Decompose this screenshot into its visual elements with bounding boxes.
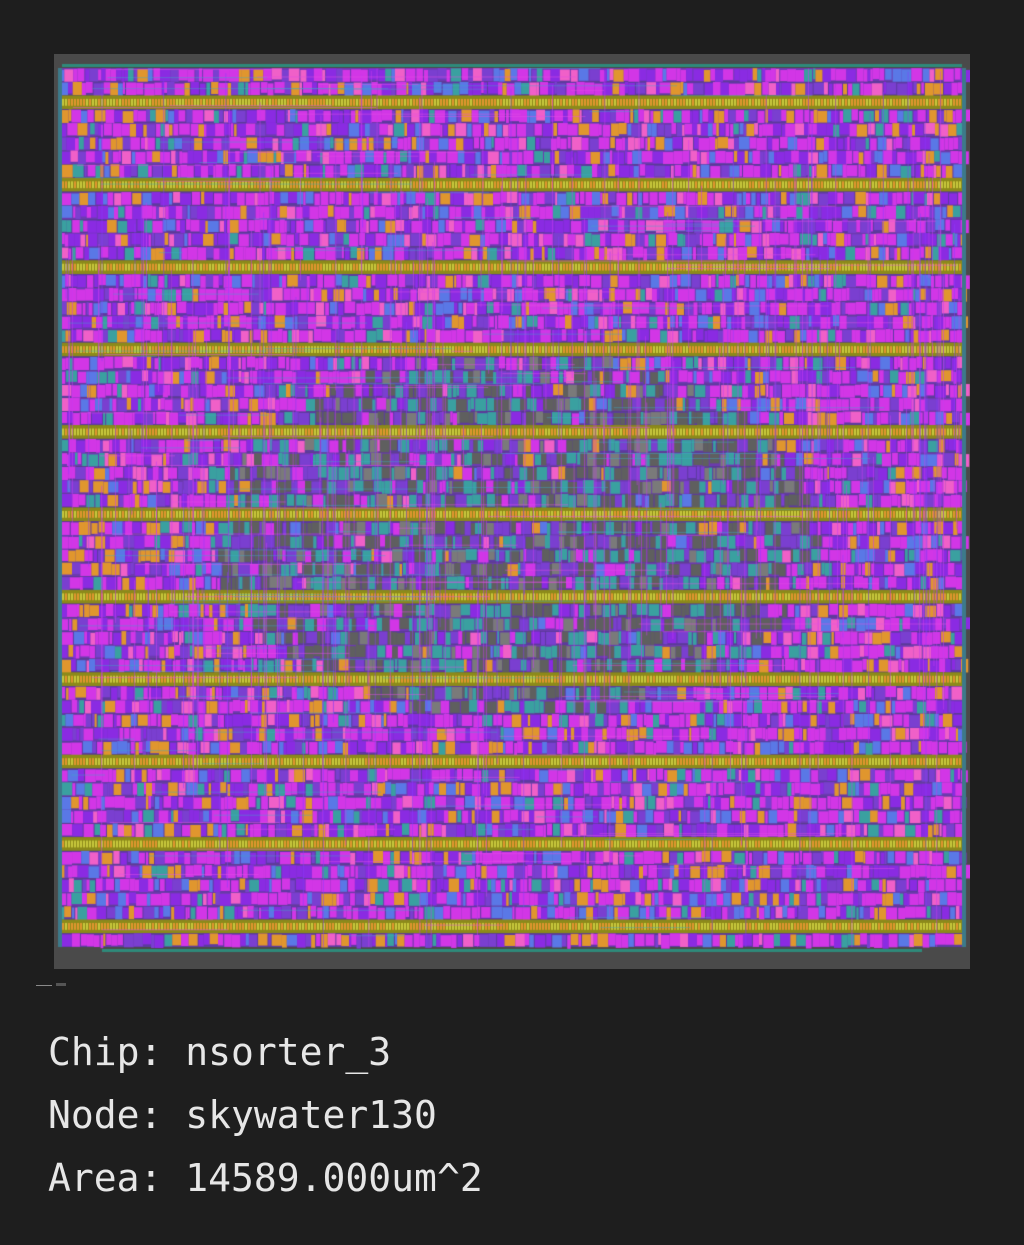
area-info-line: Area: 14589.000um^2 [48, 1156, 483, 1200]
area-label: Area: [48, 1156, 163, 1200]
area-value: 14589.000um^2 [185, 1156, 483, 1200]
chip-label: Chip: [48, 1030, 163, 1074]
chip-value: nsorter_3 [185, 1030, 392, 1074]
node-info-line: Node: skywater130 [48, 1093, 437, 1137]
node-value: skywater130 [185, 1093, 437, 1137]
scale-bar-label-mark [56, 983, 66, 986]
chip-layout-view [54, 54, 970, 969]
node-label: Node: [48, 1093, 163, 1137]
layout-render [54, 54, 970, 969]
scale-bar [36, 985, 52, 986]
chip-info-line: Chip: nsorter_3 [48, 1030, 391, 1074]
